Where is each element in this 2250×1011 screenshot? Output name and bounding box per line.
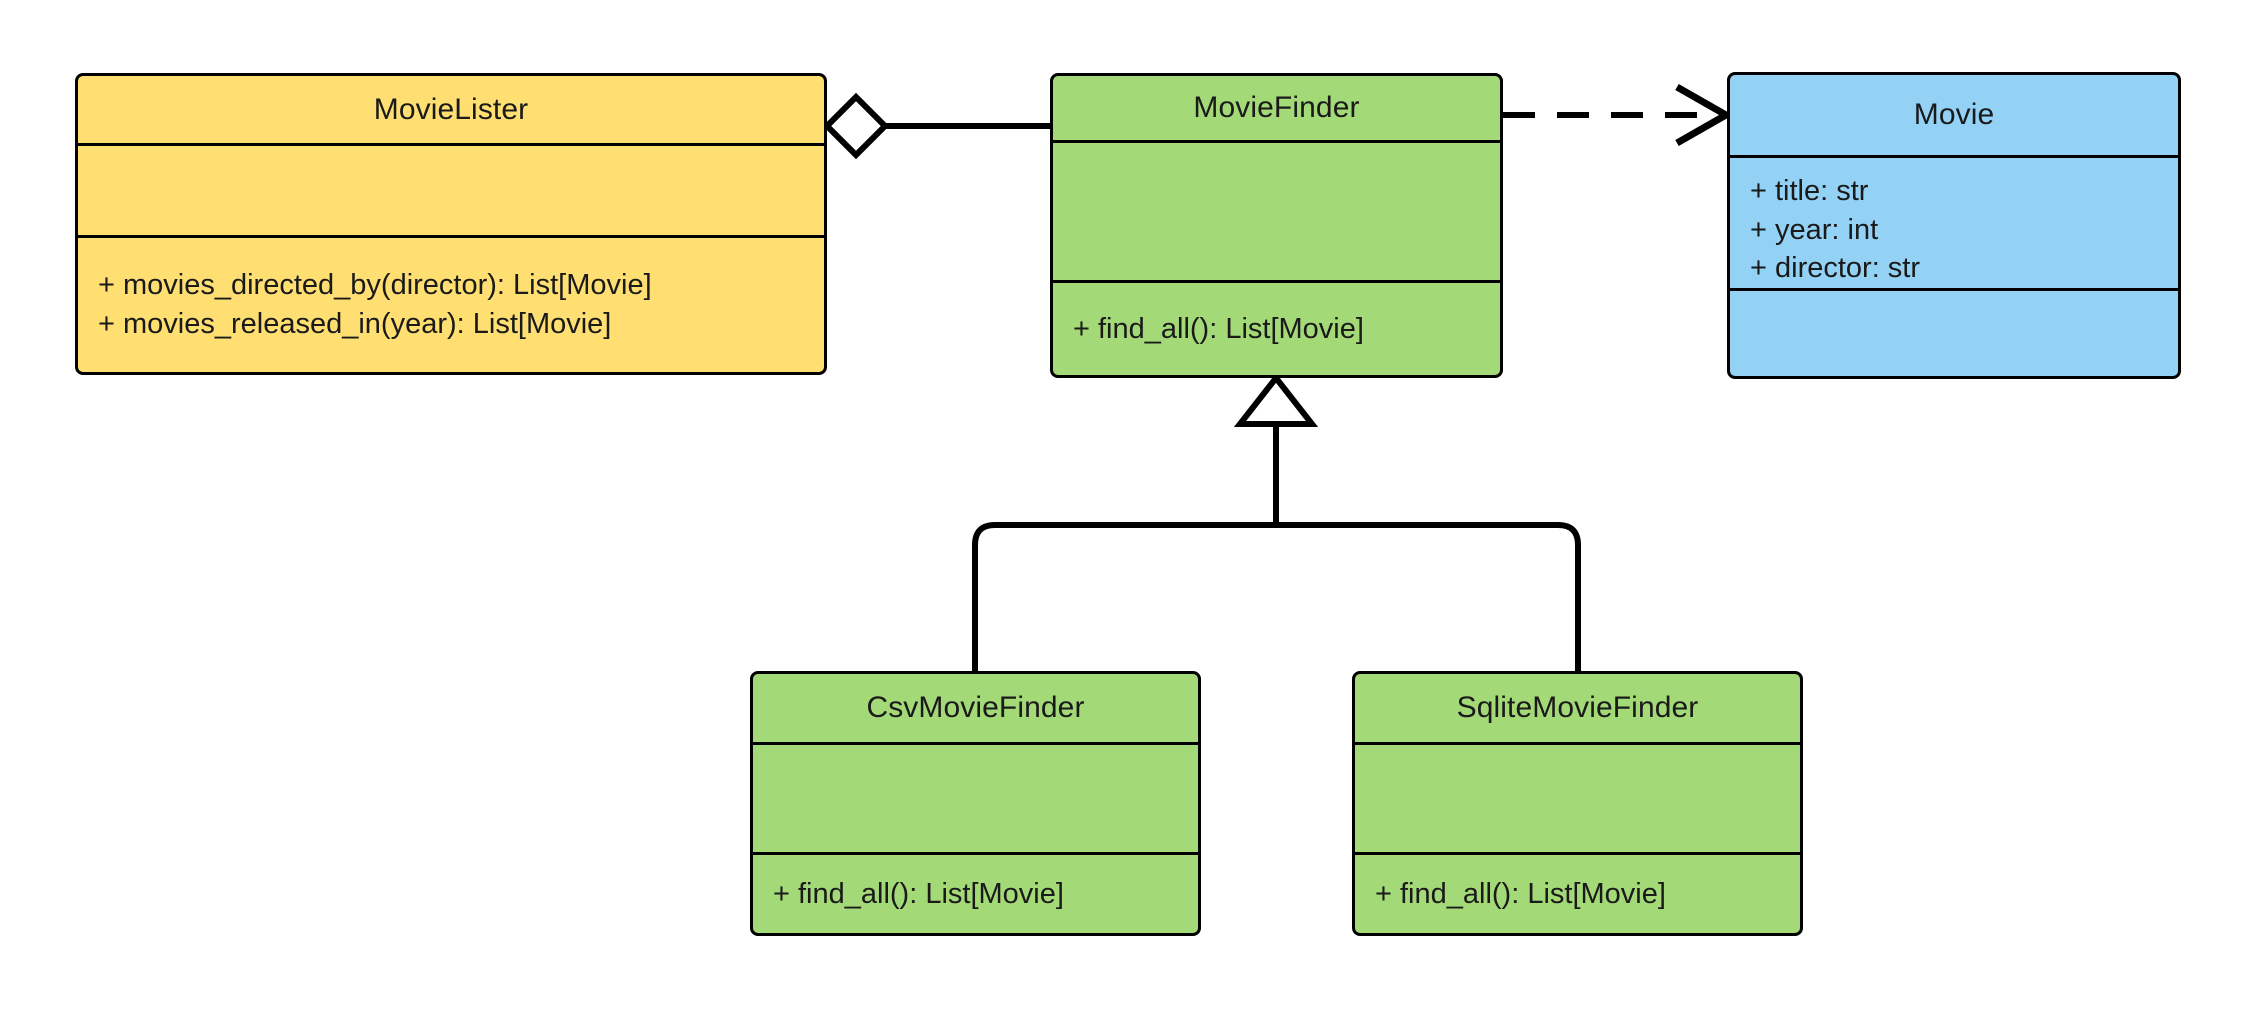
class-box-movie[interactable]: Movie + title: str + year: int + directo…	[1727, 72, 2181, 379]
class-name-moviefinder: MovieFinder	[1193, 91, 1360, 124]
aggregation-movielister-moviefinder	[822, 92, 1050, 160]
attribute-item: + director: str	[1750, 252, 1921, 285]
class-box-moviefinder[interactable]: MovieFinder + find_all(): List[Movie]	[1050, 73, 1503, 378]
method-item: + find_all(): List[Movie]	[1073, 312, 1364, 345]
class-box-csvmoviefinder[interactable]: CsvMovieFinder + find_all(): List[Movie]	[750, 671, 1201, 936]
method-item: + find_all(): List[Movie]	[1375, 877, 1666, 910]
class-name-csvmoviefinder: CsvMovieFinder	[866, 691, 1085, 724]
dependency-moviefinder-movie	[1503, 83, 1734, 147]
attributes-compartment-csvmoviefinder	[753, 742, 1198, 852]
hollow-diamond-icon	[822, 92, 890, 160]
methods-compartment-sqlitemoviefinder: + find_all(): List[Movie]	[1355, 852, 1800, 933]
methods-compartment-movielister: + movies_directed_by(director): List[Mov…	[78, 235, 824, 372]
attribute-item: + year: int	[1750, 213, 1879, 246]
attributes-compartment-movie: + title: str + year: int + director: str	[1730, 155, 2178, 288]
open-arrow-icon	[1675, 83, 1734, 147]
method-item: + movies_released_in(year): List[Movie]	[98, 308, 612, 340]
attributes-compartment-moviefinder	[1053, 140, 1500, 280]
methods-compartment-movie	[1730, 288, 2178, 376]
method-item: + movies_directed_by(director): List[Mov…	[98, 269, 652, 302]
class-name-movielister: MovieLister	[373, 92, 529, 126]
hollow-triangle-icon	[1233, 373, 1319, 427]
class-name-movie: Movie	[1913, 98, 1995, 131]
attribute-item: + title: str	[1750, 175, 1869, 207]
method-item: + find_all(): List[Movie]	[773, 877, 1064, 910]
class-name-sqlitemoviefinder: SqliteMovieFinder	[1456, 691, 1699, 724]
methods-compartment-csvmoviefinder: + find_all(): List[Movie]	[753, 852, 1198, 933]
attributes-compartment-sqlitemoviefinder	[1355, 742, 1800, 852]
generalization-tree	[972, 373, 1581, 671]
class-box-movielister[interactable]: MovieLister + movies_directed_by(directo…	[75, 73, 827, 375]
generalization-branch-csv	[972, 522, 1276, 671]
class-box-sqlitemoviefinder[interactable]: SqliteMovieFinder + find_all(): List[Mov…	[1352, 671, 1803, 936]
generalization-branch-sqlite	[1276, 522, 1581, 671]
attributes-compartment-movielister	[78, 143, 824, 235]
methods-compartment-moviefinder: + find_all(): List[Movie]	[1053, 280, 1500, 375]
